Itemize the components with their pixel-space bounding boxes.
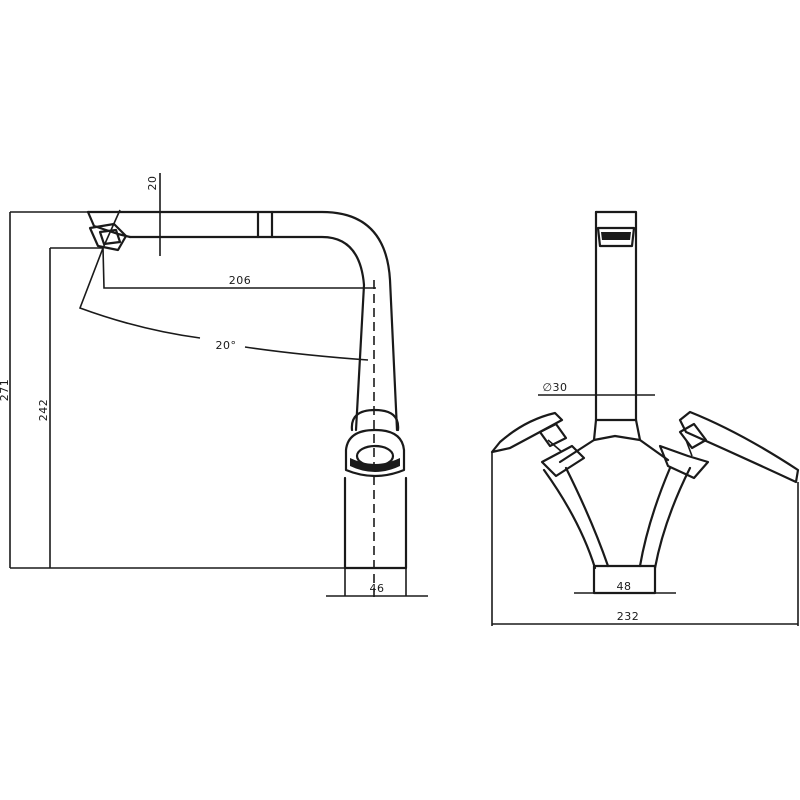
side-view: 271 242 20 206 20° (0, 173, 428, 598)
left-handle-stem (547, 439, 563, 453)
spout-inner-edge (128, 235, 366, 432)
body-neck (592, 434, 642, 442)
right-handle-base (658, 444, 710, 480)
aerator-front (596, 226, 636, 248)
body-left-inner (564, 466, 610, 568)
swivel-ring (355, 444, 395, 468)
faucet-base-body (343, 476, 408, 570)
right-handle-lever (678, 410, 800, 484)
body-right-outer (653, 466, 692, 570)
left-handle-valve (538, 422, 568, 448)
body-right-inner (638, 466, 672, 568)
spout-outer-edge (86, 210, 399, 432)
dim-label-spout-height: 242 (37, 399, 50, 422)
body-left-outer (542, 468, 597, 570)
aerator-front-shading (601, 232, 631, 240)
swivel-cap (350, 408, 400, 432)
dim-label-overall-width: 232 (617, 610, 640, 623)
dim-label-side-base: 46 (370, 582, 385, 595)
dim-line-reach (102, 209, 376, 289)
aerator-body (88, 222, 128, 252)
front-view: ∅30 48 232 (490, 210, 800, 626)
right-handle-stem (685, 439, 693, 457)
dim-label-reach: 206 (229, 274, 252, 287)
dim-label-spout-diameter: ∅30 (542, 381, 567, 394)
spout-head-top (594, 210, 638, 238)
right-handle-valve (678, 422, 708, 450)
body-left-shoulder (558, 418, 598, 464)
dim-label-angle: 20° (216, 339, 237, 352)
dim-label-front-base: 48 (617, 580, 632, 593)
dim-label-aerator: 20 (146, 176, 159, 191)
swivel-collar (344, 428, 406, 478)
dim-arc-angle-left (78, 247, 201, 339)
dim-label-total-height: 271 (0, 379, 11, 402)
dim-arc-angle-right (244, 346, 369, 361)
left-handle-lever (490, 411, 564, 454)
